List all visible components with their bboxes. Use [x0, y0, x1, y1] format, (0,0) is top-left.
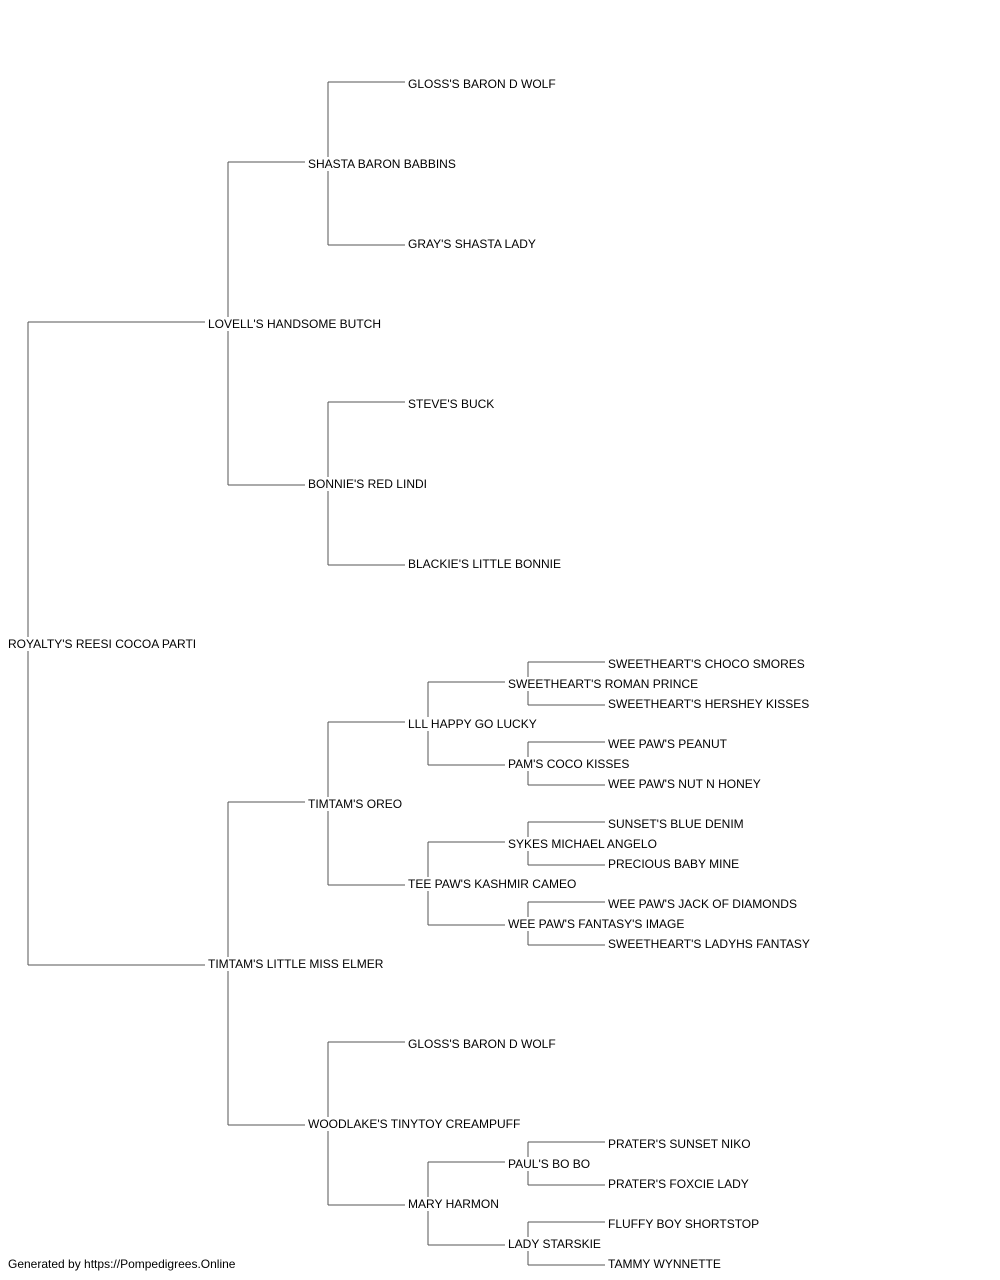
- gen5-ancestor-name: PRECIOUS BABY MINE: [607, 857, 741, 871]
- dam-sire-dam-name: TEE PAW'S KASHMIR CAMEO: [407, 877, 578, 891]
- gen5-ancestor-name: WEE PAW'S JACK OF DIAMONDS: [607, 897, 798, 911]
- dam-sire-sire-sire-name: SWEETHEART'S ROMAN PRINCE: [507, 677, 700, 691]
- dam-name: TIMTAM'S LITTLE MISS ELMER: [207, 957, 385, 971]
- sire-dam-dam-name: BLACKIE'S LITTLE BONNIE: [407, 557, 563, 571]
- dam-dam-dam-name: MARY HARMON: [407, 1197, 500, 1211]
- gen5-ancestor-name: WEE PAW'S PEANUT: [607, 737, 728, 751]
- dam-dam-dam-sire-name: PAUL'S BO BO: [507, 1157, 592, 1171]
- sire-sire-name: SHASTA BARON BABBINS: [307, 157, 457, 171]
- gen5-ancestor-name: TAMMY WYNNETTE: [607, 1257, 722, 1271]
- subject-dog-name: ROYALTY'S REESI COCOA PARTI: [7, 637, 198, 651]
- sire-name: LOVELL'S HANDSOME BUTCH: [207, 317, 382, 331]
- gen5-ancestor-name: PRATER'S SUNSET NIKO: [607, 1137, 752, 1151]
- dam-sire-name: TIMTAM'S OREO: [307, 797, 404, 811]
- dam-dam-name: WOODLAKE'S TINYTOY CREAMPUFF: [307, 1117, 522, 1131]
- dam-sire-sire-dam-name: PAM'S COCO KISSES: [507, 757, 631, 771]
- gen5-ancestor-name: WEE PAW'S NUT N HONEY: [607, 777, 762, 791]
- dam-dam-dam-dam-name: LADY STARSKIE: [507, 1237, 602, 1251]
- dam-sire-sire-name: LLL HAPPY GO LUCKY: [407, 717, 538, 731]
- dam-sire-dam-dam-name: WEE PAW'S FANTASY'S IMAGE: [507, 917, 686, 931]
- gen5-ancestor-name: FLUFFY BOY SHORTSTOP: [607, 1217, 761, 1231]
- dam-sire-dam-sire-name: SYKES MICHAEL ANGELO: [507, 837, 658, 851]
- sire-sire-sire-name: GLOSS'S BARON D WOLF: [407, 77, 557, 91]
- gen5-ancestor-name: SWEETHEART'S HERSHEY KISSES: [607, 697, 811, 711]
- gen5-ancestor-name: SUNSET'S BLUE DENIM: [607, 817, 745, 831]
- dam-dam-sire-name: GLOSS'S BARON D WOLF: [407, 1037, 557, 1051]
- gen5-ancestor-name: PRATER'S FOXCIE LADY: [607, 1177, 750, 1191]
- sire-sire-dam-name: GRAY'S SHASTA LADY: [407, 237, 537, 251]
- gen5-ancestor-name: SWEETHEART'S LADYHS FANTASY: [607, 937, 811, 951]
- sire-dam-name: BONNIE'S RED LINDI: [307, 477, 428, 491]
- gen5-ancestor-name: SWEETHEART'S CHOCO SMORES: [607, 657, 806, 671]
- generated-by-footer: Generated by https://Pompedigrees.Online: [8, 1257, 236, 1271]
- sire-dam-sire-name: STEVE'S BUCK: [407, 397, 496, 411]
